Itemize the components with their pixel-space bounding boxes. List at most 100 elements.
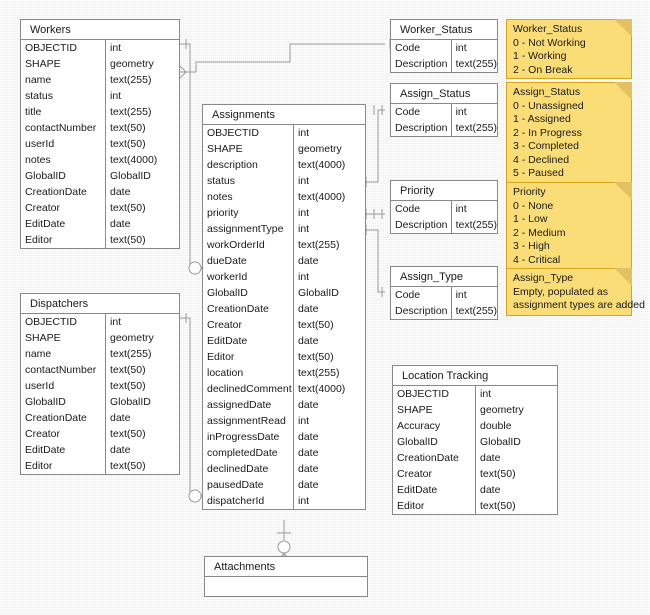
attribute-type: int [110, 90, 122, 102]
attribute-name: CreationDate [393, 450, 476, 466]
attribute-row: SHAPE geometry [393, 402, 557, 418]
attribute-type: GlobalID [480, 436, 521, 448]
attribute-type: text(50) [298, 351, 334, 363]
attribute-row: GlobalID GlobalID [21, 168, 179, 184]
attribute-name: notes [203, 189, 294, 205]
attribute-row: OBJECTID int [203, 125, 365, 141]
attribute-name: assignmentType [203, 221, 294, 237]
attribute-type: int [455, 42, 467, 54]
attribute-name: OBJECTID [21, 40, 106, 56]
attribute-name: CreationDate [203, 301, 294, 317]
attribute-type: int [298, 495, 310, 507]
note-line: 0 - None [513, 199, 554, 212]
attribute-type: text(4000) [298, 159, 346, 171]
attribute-name: EditDate [203, 333, 294, 349]
attribute-row: OBJECTID int [393, 386, 557, 402]
attribute-row: Creator text(50) [21, 426, 179, 442]
attribute-name: OBJECTID [393, 386, 476, 402]
attribute-name: SHAPE [393, 402, 476, 418]
attribute-name: Creator [21, 426, 106, 442]
attribute-type: text(255) [455, 58, 497, 70]
attribute-type: text(4000) [110, 154, 158, 166]
attribute-name: Creator [393, 466, 476, 482]
attribute-name: name [21, 346, 106, 362]
attribute-name: GlobalID [21, 168, 106, 184]
attribute-type: geometry [480, 404, 524, 416]
attribute-name: OBJECTID [203, 125, 294, 141]
attribute-name: Editor [21, 232, 106, 248]
attribute-row: dispatcherId int [203, 493, 365, 509]
attribute-type: GlobalID [110, 170, 151, 182]
note-line: 5 - Paused [513, 167, 564, 179]
attribute-type: text(255) [110, 348, 152, 360]
attribute-name: userId [21, 378, 106, 394]
attribute-name: name [21, 72, 106, 88]
attribute-name: workerId [203, 269, 294, 285]
attribute-type: text(255) [110, 74, 152, 86]
attribute-type: int [298, 127, 310, 139]
attribute-type: text(50) [480, 500, 516, 512]
note-line: 4 - Declined [513, 153, 570, 166]
attribute-name: Description [391, 303, 452, 319]
attribute-type: date [110, 218, 131, 230]
entity-attachments[interactable]: Attachments [204, 556, 368, 597]
attribute-type: text(255) [455, 219, 497, 231]
entity-attributes [205, 577, 367, 596]
note-fold-corner [614, 268, 632, 286]
note-assign-type[interactable]: Assign_Type Empty, populated as assignme… [506, 268, 645, 316]
attribute-name: OBJECTID [21, 314, 106, 330]
note-worker-status[interactable]: Worker_Status 0 - Not Working 1 - Workin… [506, 19, 632, 79]
attribute-name: dispatcherId [203, 493, 294, 509]
attribute-type: int [480, 388, 492, 400]
attribute-type: geometry [298, 143, 342, 155]
entity-title: Assign_Type [391, 267, 497, 287]
attribute-name: GlobalID [203, 285, 294, 301]
attribute-type: text(255) [110, 106, 152, 118]
attribute-type: text(255) [455, 305, 497, 317]
note-line: assignment types are added [513, 299, 645, 311]
note-assign-status[interactable]: Assign_Status 0 - Unassigned 1 - Assigne… [506, 82, 632, 196]
attribute-type: date [298, 479, 319, 491]
note-priority[interactable]: Priority 0 - None 1 - Low 2 - Medium 3 -… [506, 182, 632, 269]
attribute-type: text(50) [110, 428, 146, 440]
attribute-type: geometry [110, 58, 154, 70]
attribute-name: description [203, 157, 294, 173]
attribute-name: declinedDate [203, 461, 294, 477]
attribute-name: EditDate [393, 482, 476, 498]
entity-title: Workers [21, 20, 179, 40]
attribute-name: assignedDate [203, 397, 294, 413]
attribute-type: text(50) [480, 468, 516, 480]
attribute-name: Editor [21, 458, 106, 474]
